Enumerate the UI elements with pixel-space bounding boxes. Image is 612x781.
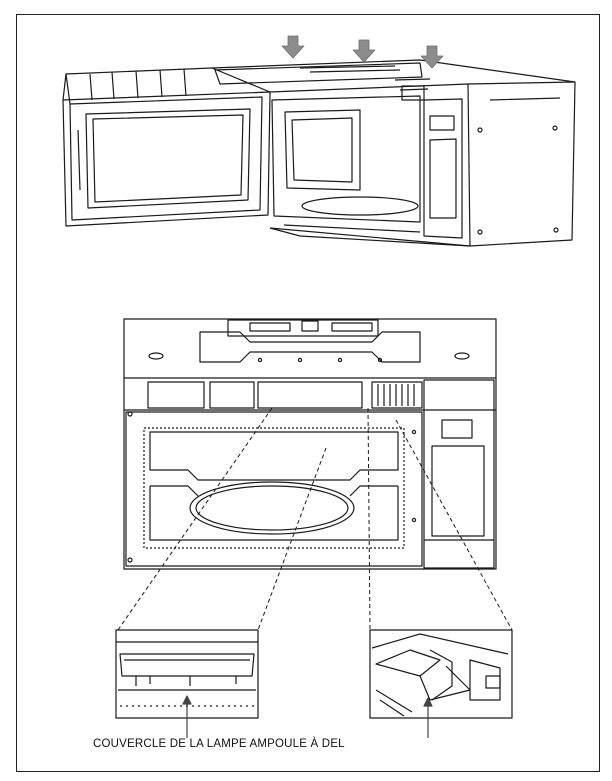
- open-door: [62, 67, 271, 227]
- cabinet-body: [211, 59, 576, 247]
- down-arrow-icon: [352, 39, 376, 63]
- down-arrow-icon: [281, 35, 305, 59]
- up-arrow-icon: [423, 697, 433, 738]
- microwave-underside-view: [123, 318, 497, 570]
- page-border: [16, 14, 600, 772]
- down-arrow-icon: [420, 45, 444, 69]
- figure-caption: COUVERCLE DE LA LAMPE AMPOULE À DEL: [93, 738, 345, 750]
- detail-guide-lines: [117, 407, 513, 631]
- microwave-perspective-view: [62, 35, 576, 247]
- up-arrow-icon: [182, 695, 192, 738]
- led-bulb-detail: [369, 629, 513, 719]
